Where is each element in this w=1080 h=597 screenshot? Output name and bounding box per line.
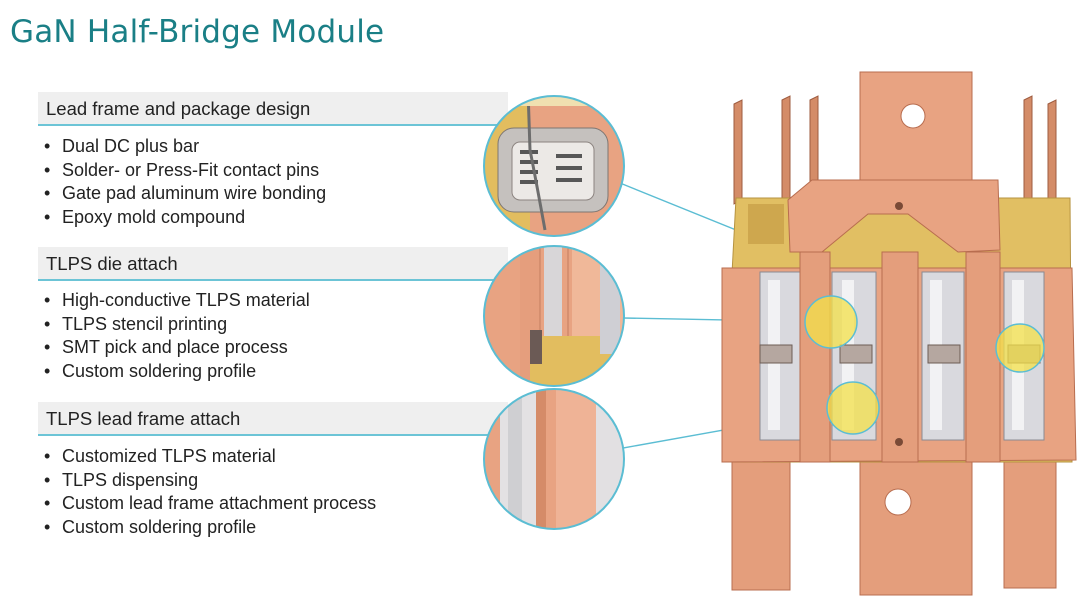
- terminal-left: [731, 459, 791, 591]
- list-item: •Gate pad aluminum wire bonding: [44, 183, 327, 204]
- page-title: GaN Half-Bridge Module: [10, 14, 385, 50]
- bullet-list-die-attach: •High-conductive TLPS material •TLPS ste…: [44, 289, 310, 384]
- callout-wire-bond: [483, 95, 625, 237]
- terminal-top-hole: [900, 103, 926, 129]
- terminal-hole: [884, 488, 912, 516]
- list-item: •Epoxy mold compound: [44, 207, 246, 228]
- callout-die-attach: [483, 245, 625, 387]
- list-item: •TLPS stencil printing: [44, 313, 228, 334]
- list-item: •Custom soldering profile: [44, 517, 257, 538]
- list-item: •High-conductive TLPS material: [44, 290, 310, 310]
- section-heading-lead-frame-attach: TLPS lead frame attach: [38, 402, 508, 436]
- terminal-right: [1003, 459, 1057, 589]
- callout-lead-frame-attach: [483, 388, 625, 530]
- bullet-list-lead-frame: •Dual DC plus bar •Solder- or Press-Fit …: [44, 135, 326, 230]
- module-body: [721, 71, 1077, 596]
- list-item: •SMT pick and place process: [44, 337, 288, 358]
- terminal-center: [859, 459, 973, 596]
- list-item: •Dual DC plus bar: [44, 136, 200, 156]
- list-item: •Custom soldering profile: [44, 361, 257, 382]
- list-item: •Customized TLPS material: [44, 446, 276, 466]
- section-heading-lead-frame: Lead frame and package design: [38, 92, 508, 126]
- bullet-list-lead-frame-attach: •Customized TLPS material •TLPS dispensi…: [44, 445, 376, 540]
- list-item: •TLPS dispensing: [44, 469, 199, 490]
- list-item: •Solder- or Press-Fit contact pins: [44, 159, 320, 180]
- section-heading-die-attach: TLPS die attach: [38, 247, 508, 281]
- contact-pins: [733, 95, 1057, 205]
- list-item: •Custom lead frame attachment process: [44, 493, 377, 514]
- highlight-spots: [804, 295, 1045, 435]
